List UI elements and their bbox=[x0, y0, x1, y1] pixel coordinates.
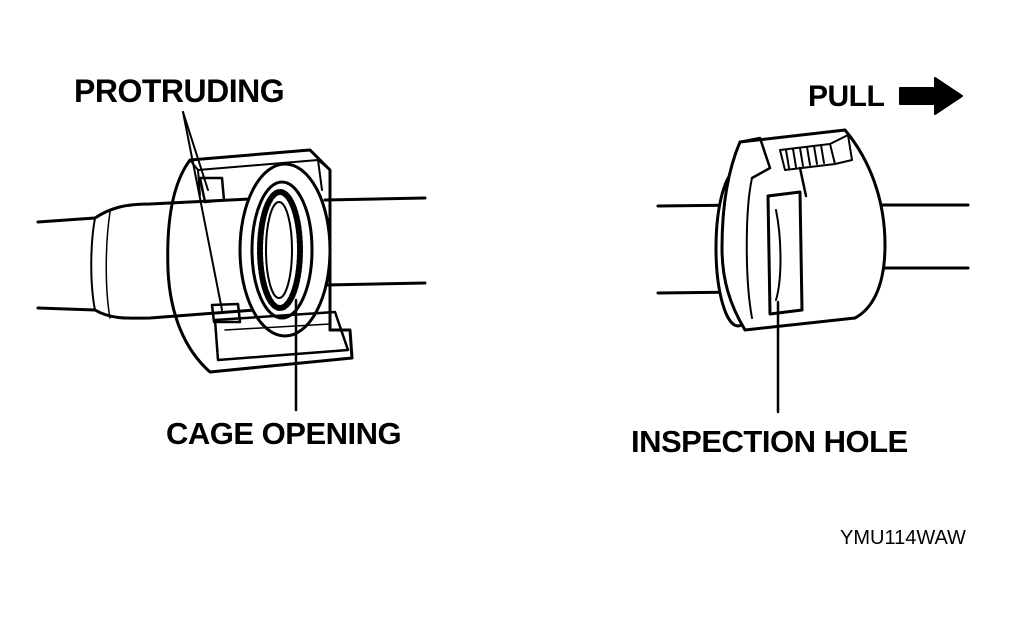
protruding-tab-upper bbox=[198, 176, 226, 204]
left-joint-assembly bbox=[36, 111, 427, 412]
figure-code-label: YMU114WAW bbox=[840, 527, 966, 549]
cage-opening-label: CAGE OPENING bbox=[166, 416, 402, 451]
inspection-hole bbox=[766, 190, 804, 316]
left-output-shaft-bottom bbox=[323, 281, 427, 287]
outer-sleeve bbox=[720, 128, 887, 332]
protruding-tab-lower bbox=[210, 302, 242, 324]
left-housing bbox=[166, 148, 354, 374]
left-output-shaft-top bbox=[323, 196, 427, 202]
protruding-leader-b bbox=[182, 111, 223, 311]
bearing-cage-opening bbox=[257, 189, 303, 311]
right-arrow-icon bbox=[899, 77, 963, 115]
bearing-outer-ring bbox=[238, 162, 332, 338]
pull-label: PULL bbox=[808, 80, 885, 113]
inspection-hole-label: INSPECTION HOLE bbox=[631, 424, 908, 459]
left-boot-shaft bbox=[36, 196, 272, 224]
bearing-inner-ring bbox=[250, 180, 314, 320]
right-joint-assembly bbox=[656, 128, 970, 414]
protruding-label: PROTRUDING bbox=[74, 73, 285, 109]
protruding-leader-a bbox=[182, 111, 209, 191]
